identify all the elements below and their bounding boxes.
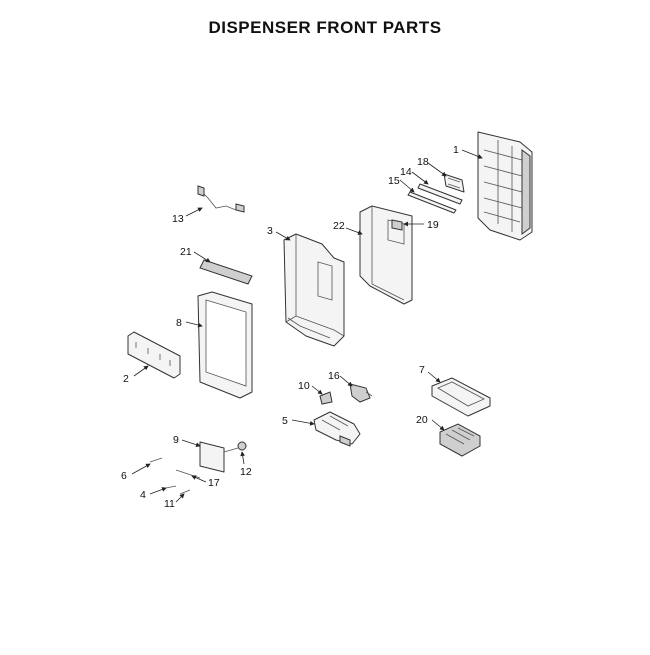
part-10-cap bbox=[319, 391, 333, 405]
callout-labels: 1 18 14 15 22 19 13 3 21 8 2 7 16 10 5 2… bbox=[121, 144, 459, 510]
leader-lines bbox=[131, 149, 483, 503]
part-11-clip bbox=[179, 489, 191, 495]
part-22-cover-panel bbox=[359, 205, 413, 305]
callout-10: 10 bbox=[298, 380, 310, 392]
callout-16: 16 bbox=[328, 370, 340, 382]
part-14-strip bbox=[417, 183, 463, 205]
callout-6: 6 bbox=[121, 470, 127, 482]
callout-2: 2 bbox=[123, 373, 129, 385]
part-20-grille bbox=[439, 423, 481, 457]
part-1-dispenser-housing bbox=[477, 131, 533, 241]
part-19-clip bbox=[391, 219, 403, 231]
callout-8: 8 bbox=[176, 317, 182, 329]
callout-13: 13 bbox=[172, 213, 184, 225]
part-5-lever-assembly bbox=[313, 411, 361, 447]
part-8-frame bbox=[197, 291, 253, 399]
part-17-spring bbox=[175, 469, 201, 479]
part-6-screw bbox=[149, 457, 163, 463]
callout-12: 12 bbox=[240, 466, 252, 478]
part-3-chute-housing bbox=[283, 233, 345, 347]
part-13-wire-harness bbox=[197, 185, 245, 213]
callout-11: 11 bbox=[164, 498, 175, 510]
callout-17: 17 bbox=[208, 477, 220, 489]
callout-20: 20 bbox=[416, 414, 428, 426]
callout-15: 15 bbox=[388, 175, 400, 187]
diagram-title: DISPENSER FRONT PARTS bbox=[208, 18, 442, 37]
part-2-trim-piece bbox=[127, 331, 181, 379]
callout-1: 1 bbox=[453, 144, 459, 156]
part-7-drip-tray bbox=[431, 377, 491, 417]
part-12-switch bbox=[237, 441, 247, 451]
callout-18: 18 bbox=[417, 156, 429, 168]
part-16-actuator bbox=[349, 383, 373, 403]
callout-21: 21 bbox=[180, 246, 192, 258]
callout-22: 22 bbox=[333, 220, 345, 232]
callout-7: 7 bbox=[419, 364, 425, 376]
part-15-strip bbox=[407, 191, 457, 214]
part-21-strip bbox=[199, 259, 253, 285]
callout-4: 4 bbox=[140, 489, 146, 501]
part-4-screw bbox=[165, 485, 177, 489]
part-18-bracket bbox=[443, 173, 465, 193]
callout-9: 9 bbox=[173, 434, 179, 446]
callout-5: 5 bbox=[282, 415, 288, 427]
callout-14: 14 bbox=[400, 166, 412, 178]
callout-3: 3 bbox=[267, 225, 273, 237]
part-9-bracket-plate bbox=[199, 441, 239, 473]
callout-19: 19 bbox=[427, 219, 439, 231]
